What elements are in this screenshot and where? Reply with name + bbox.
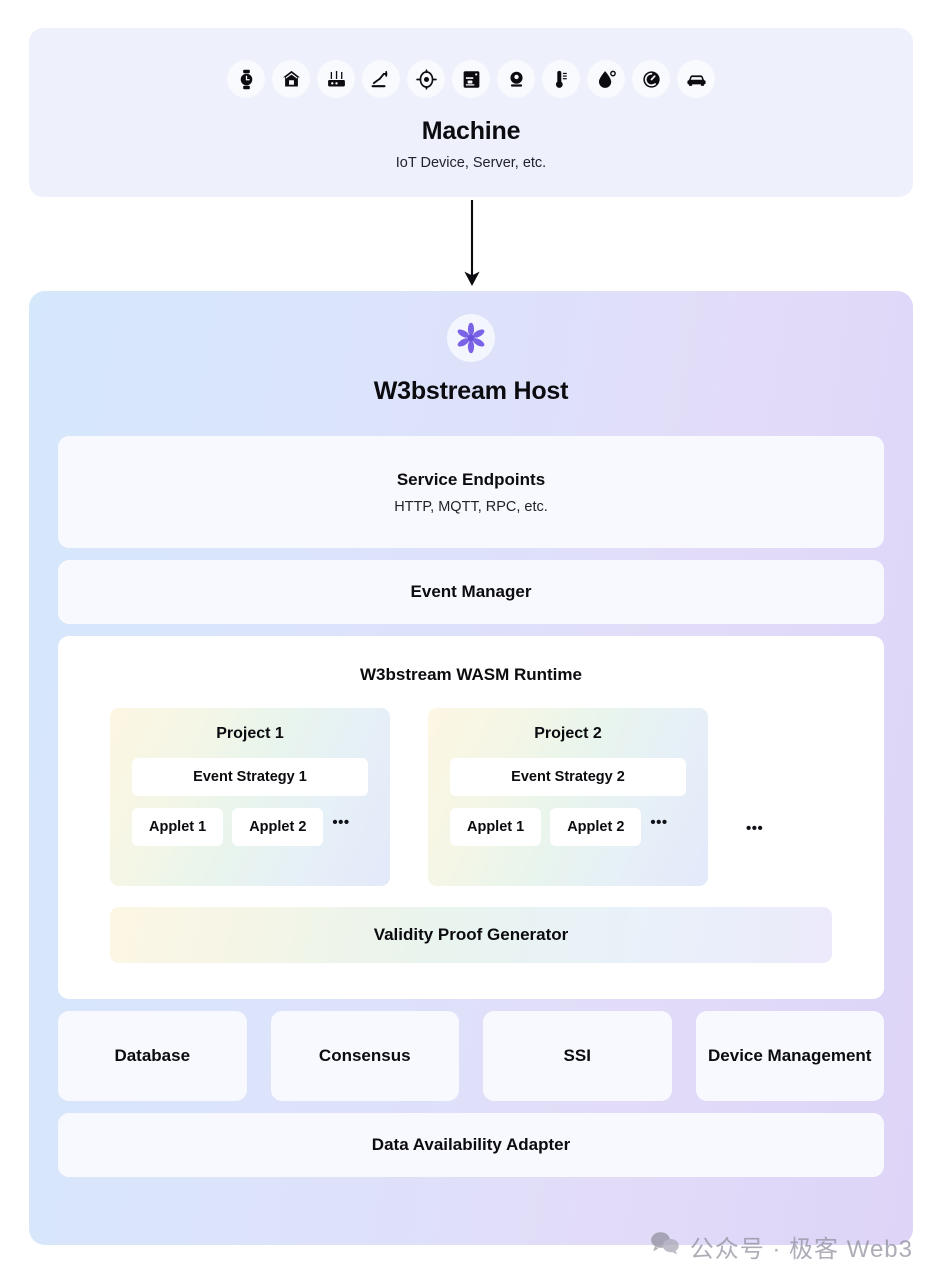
applet-more-ellipsis: ••• [332,814,350,831]
home-icon [272,60,310,98]
service-endpoints-title: Service Endpoints [396,469,546,489]
event-manager-title: Event Manager [410,582,532,601]
applet-box: Applet 1 [132,808,224,846]
gauge-icon [632,60,670,98]
wasm-runtime-card: W3bstream WASM Runtime Project 1 Event S… [58,636,884,999]
machine-subtitle: IoT Device, Server, etc. [395,155,547,171]
event-strategy-box: Event Strategy 2 [450,758,686,796]
applet-more-ellipsis: ••• [650,814,668,831]
event-strategy-box: Event Strategy 1 [132,758,368,796]
machine-title: Machine [421,117,521,145]
flow-arrow [440,198,504,290]
service-cell-ssi: SSI [483,1011,672,1101]
project-card: Project 2 Event Strategy 2 Applet 1 Appl… [428,708,708,886]
smartwatch-icon [227,60,265,98]
car-icon [677,60,715,98]
router-icon [317,60,355,98]
applet-box: Applet 2 [550,808,642,846]
w3bstream-flower-logo [447,314,495,362]
sensor-target-icon [407,60,445,98]
project-card: Project 1 Event Strategy 1 Applet 1 Appl… [110,708,390,886]
robot-arm-icon [362,60,400,98]
host-title: W3bstream Host [373,377,569,405]
applet-box: Applet 2 [232,808,324,846]
webcam-icon [497,60,535,98]
watermark: 公众号 · 极客 Web3 [650,1229,913,1264]
machine-icon-row [227,60,715,98]
applet-row: Applet 1 Applet 2 ••• [450,808,686,846]
project-name: Project 2 [534,725,602,742]
w3bstream-host-panel: W3bstream Host Service Endpoints HTTP, M… [29,291,913,1245]
service-cell-device-management: Device Management [695,1011,884,1101]
projects-more-ellipsis: ••• [746,819,764,837]
service-cell-database: Database [58,1011,247,1101]
thermometer-icon [542,60,580,98]
validity-proof-generator: Validity Proof Generator [110,907,832,963]
wechat-icon [650,1231,680,1262]
service-endpoints-card: Service Endpoints HTTP, MQTT, RPC, etc. [58,436,884,548]
project-name: Project 1 [216,725,284,742]
applet-box: Applet 1 [450,808,542,846]
humidity-drop-icon [587,60,625,98]
wasm-runtime-title: W3bstream WASM Runtime [360,665,582,684]
watermark-text: 公众号 · 极客 Web3 [689,1236,913,1263]
service-row: Database Consensus SSI Device Management [58,1011,884,1101]
service-cell-consensus: Consensus [270,1011,459,1101]
event-manager-card: Event Manager [58,560,884,624]
applet-row: Applet 1 Applet 2 ••• [132,808,368,846]
projects-row: Project 1 Event Strategy 1 Applet 1 Appl… [58,708,884,886]
service-endpoints-subtitle: HTTP, MQTT, RPC, etc. [394,498,548,515]
data-availability-adapter: Data Availability Adapter [58,1113,884,1177]
coffee-machine-icon [452,60,490,98]
machine-panel: Machine IoT Device, Server, etc. [29,28,913,197]
